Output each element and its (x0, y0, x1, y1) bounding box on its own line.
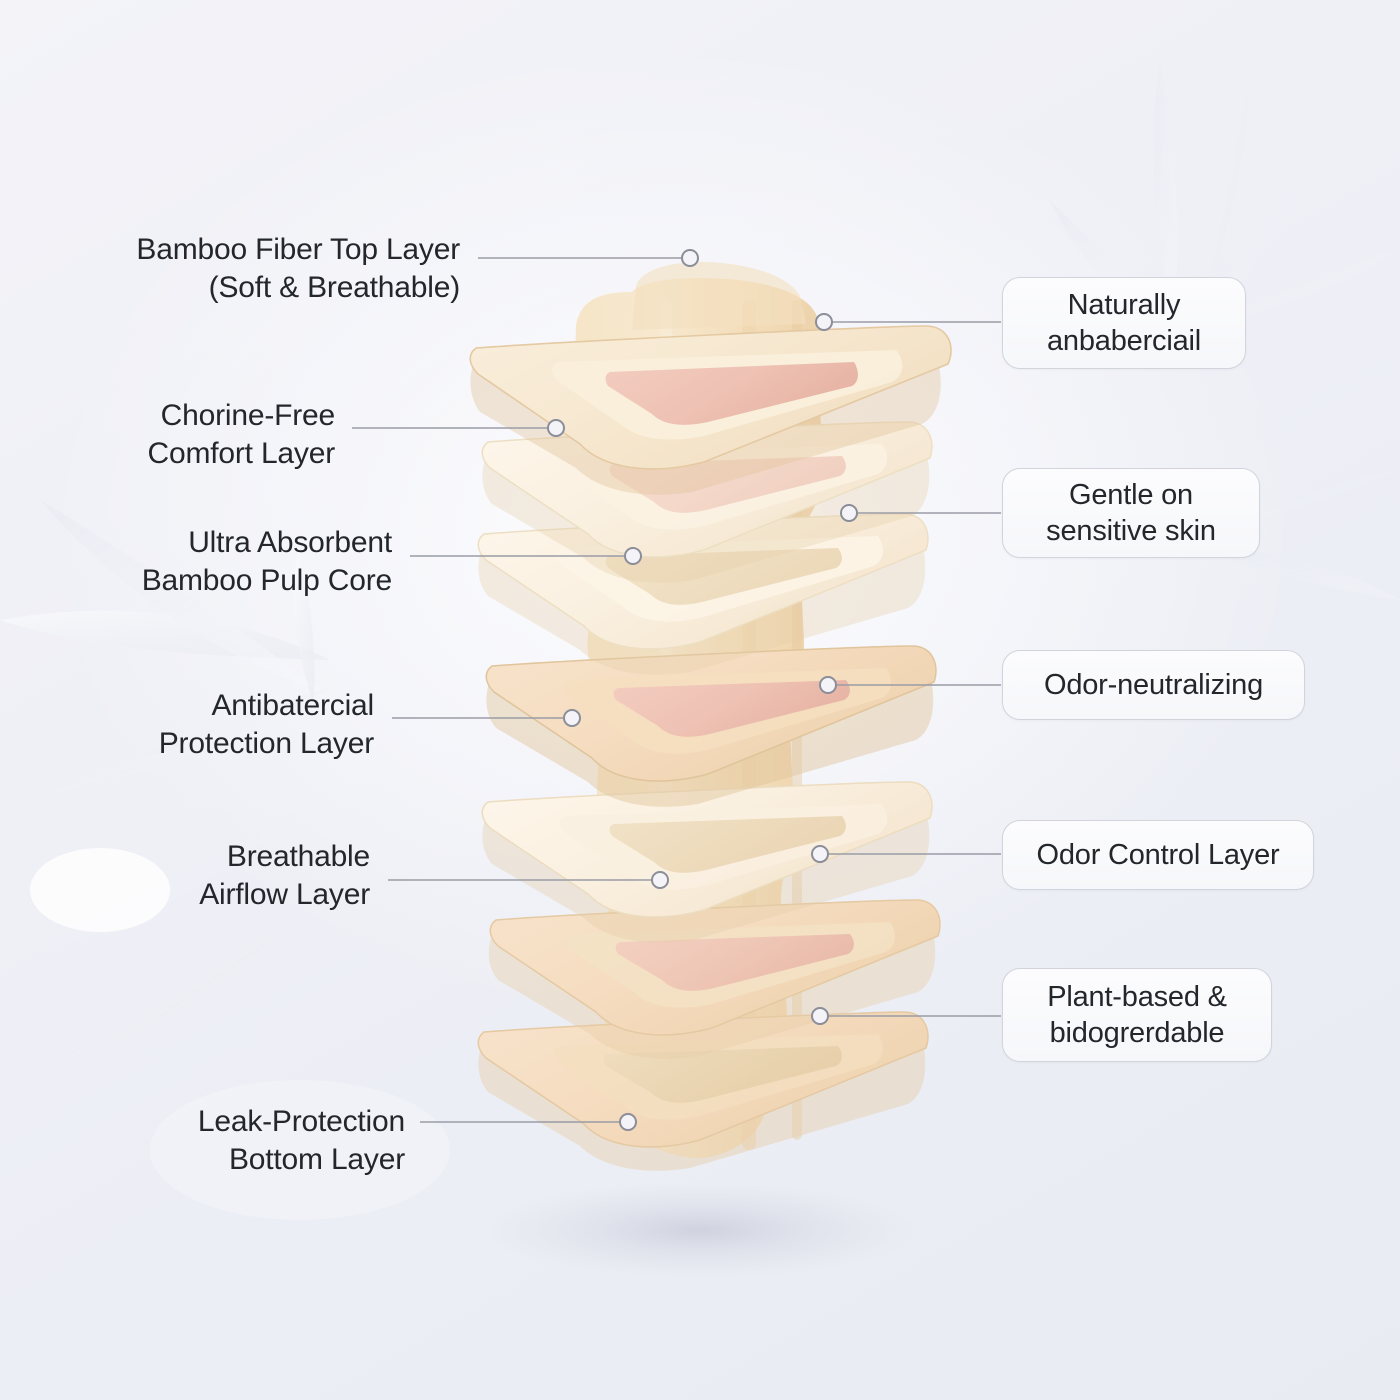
layer-bamboo-fiber-top (469, 325, 952, 495)
pill-odor-neutralizing[interactable]: Odor-neutralizing (1002, 650, 1305, 720)
label-bamboo-fiber-top-layer: Bamboo Fiber Top Layer (Soft & Breathabl… (136, 233, 460, 304)
label-leak-protection-bottom-layer: Leak-Protection Bottom Layer (197, 1105, 405, 1176)
label-breathable-airflow-layer: Breathable Airflow Layer (199, 840, 370, 911)
stack-drop-shadow (485, 1182, 915, 1278)
label-antibatercial-protection-layer: Antibatercial Protection Layer (158, 689, 374, 760)
label-ultra-absorbent-bamboo-pulp-core: Ultra Absorbent Bamboo Pulp Core (141, 526, 392, 597)
layer-odor-control (488, 899, 941, 1059)
pill-plant-based-biodegradable[interactable]: Plant-based & bidogrerdable (1002, 968, 1272, 1062)
layer-breathable-airflow (481, 781, 933, 943)
label-chorine-free-comfort-layer: Chorine-Free Comfort Layer (147, 399, 336, 470)
pill-odor-control-layer[interactable]: Odor Control Layer (1002, 820, 1314, 890)
layer-ultra-absorbent-pulp-core (477, 513, 929, 675)
pill-gentle-on-sensitive-skin[interactable]: Gentle on sensitive skin (1002, 468, 1260, 558)
pill-naturally-antibacterial[interactable]: Naturally anbaberciail (1002, 277, 1246, 369)
